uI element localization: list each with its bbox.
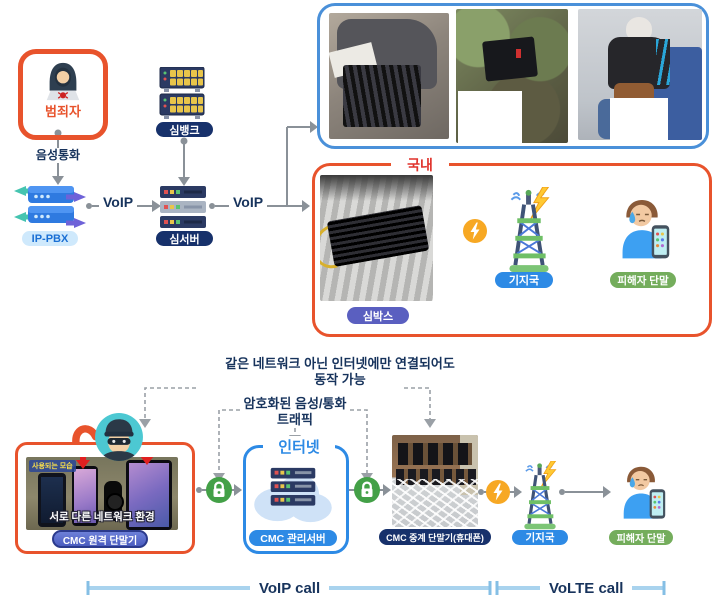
red-arrow-icon <box>140 457 154 466</box>
photo-simbox <box>320 175 433 301</box>
hacker-avatar-icon <box>95 413 143 461</box>
base-station-icon <box>503 187 555 273</box>
victim-icon <box>612 198 672 270</box>
base-station-label: 기지국 <box>495 272 553 288</box>
victim-label: 피해자 단말 <box>609 530 673 545</box>
cmc-mgmt-server-label: CMC 관리서버 <box>249 530 337 546</box>
victim-icon <box>614 465 668 529</box>
photo-caption-chip: 사용되는 모습 <box>29 460 76 472</box>
traffic-note-line2: 트래픽 <box>277 412 313 427</box>
photo-overlay-text: 서로 다른 네트워크 환경 <box>49 511 155 523</box>
evidence-photos-box <box>317 3 709 149</box>
network-note-line1: 같은 네트워크 아닌 인터넷에만 연결되어도 <box>225 356 455 371</box>
voip-right-label: VoIP <box>229 194 268 210</box>
criminal-label: 범죄자 <box>45 104 81 119</box>
lightning-icon <box>463 219 487 248</box>
traffic-note-line1: 암호화된 음성/통화 <box>243 396 347 411</box>
phone-handset-icon <box>72 425 100 445</box>
volte-call-label: VoLTE call <box>540 580 633 597</box>
lightning-icon <box>486 480 510 509</box>
hacker-icon <box>46 62 80 101</box>
sim-bank-label: 심뱅크 <box>156 122 213 137</box>
voip-call-label: VoIP call <box>250 580 330 597</box>
photo-relay-phones <box>392 435 478 527</box>
voice-call-label: 음성통화 <box>24 148 92 163</box>
criminal-box: 범죄자 <box>18 49 108 140</box>
sim-box-label: 심박스 <box>347 307 409 324</box>
cloud-server-icon <box>252 462 334 524</box>
red-arrow-icon <box>76 457 90 470</box>
ip-pbx-label: IP-PBX <box>22 231 78 246</box>
victim-label: 피해자 단말 <box>610 272 676 288</box>
domestic-title: 국내 <box>391 155 449 175</box>
network-note-line2: 동작 가능 <box>314 372 366 387</box>
photo-courier-person <box>578 9 702 140</box>
sim-server-icon <box>160 186 206 230</box>
sim-bank-icon <box>158 67 206 119</box>
ip-pbx-icon <box>14 186 86 228</box>
internet-title: 인터넷 <box>263 436 335 457</box>
lock-icon <box>354 477 380 508</box>
photo-car-simbox <box>329 13 449 139</box>
cmc-remote-label: CMC 원격 단말기 <box>52 530 148 548</box>
base-station-label: 기지국 <box>512 530 568 545</box>
base-station-icon <box>519 461 561 530</box>
photo-hidden-device <box>456 9 568 143</box>
cmc-relay-label: CMC 중계 단말기(휴대폰) <box>379 529 491 545</box>
photo-remote-terminals: 사용되는 모습 서로 다른 네트워크 환경 <box>26 457 178 530</box>
voip-left-label: VoIP <box>99 194 138 210</box>
sim-server-label: 심서버 <box>156 231 213 246</box>
lock-icon <box>206 477 232 508</box>
